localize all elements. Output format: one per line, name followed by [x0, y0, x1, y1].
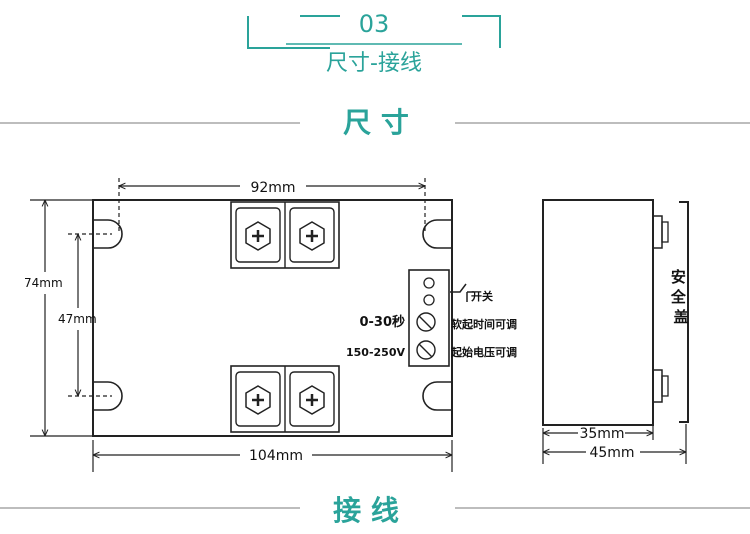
slot-top-right [422, 219, 452, 249]
front-labels: 92mm 104mm 74mm 47mm 0-30秒 150-250V 开关 软… [24, 180, 517, 464]
label-time-range: 0-30秒 [359, 314, 405, 330]
side-view [542, 199, 689, 464]
cover-char-3: 盖 [673, 308, 688, 326]
label-switch: 开关 [471, 289, 493, 303]
cover-char-2: 全 [670, 288, 687, 306]
screw-icon [299, 385, 325, 415]
soft-start-knob-icon [416, 312, 436, 332]
control-panel [408, 269, 450, 367]
label-start-voltage: 起始电压可调 [450, 345, 517, 359]
side-labels: 安 全 盖 35mm 45mm [579, 268, 691, 461]
section-dimensions: 尺 寸 [0, 106, 750, 139]
screw-icon [245, 385, 271, 415]
label-width-92: 92mm [250, 180, 295, 196]
header-number: 03 [359, 10, 390, 38]
label-height-47: 47mm [58, 312, 97, 326]
header-title: 尺寸-接线 [326, 51, 422, 76]
front-view [92, 199, 474, 437]
section-title-wiring: 接 线 [333, 494, 399, 527]
slot-bottom-right [422, 381, 452, 411]
label-soft-start: 软起时间可调 [451, 317, 517, 331]
screw-icon [245, 221, 271, 251]
header-left-bracket [247, 16, 330, 49]
slot-top-left [93, 219, 123, 249]
switch-symbol-icon [450, 283, 474, 302]
side-body [542, 199, 654, 426]
label-voltage-range: 150-250V [346, 346, 405, 359]
cover-char-1: 安 [671, 268, 686, 286]
header-right-bracket [462, 15, 501, 48]
front-dimensions [30, 178, 452, 472]
label-depth-45: 45mm [589, 445, 634, 461]
label-height-74: 74mm [24, 276, 63, 290]
section-title-dimensions: 尺 寸 [343, 106, 409, 139]
header: 03 尺寸-接线 [247, 10, 501, 76]
screw-icon [299, 221, 325, 251]
indicator-led [423, 277, 435, 289]
label-width-104: 104mm [249, 448, 303, 464]
side-terminal-bottom [652, 369, 663, 403]
front-body-outline [92, 199, 453, 437]
side-terminal-top [652, 215, 663, 249]
switch-knob [423, 294, 435, 306]
safety-cover [679, 201, 689, 423]
label-depth-35: 35mm [579, 426, 624, 442]
slot-bottom-left [93, 381, 123, 411]
section-wiring: 接 线 [0, 494, 750, 527]
label-safety-cover: 安 全 盖 [670, 268, 691, 326]
start-voltage-knob-icon [416, 340, 436, 360]
